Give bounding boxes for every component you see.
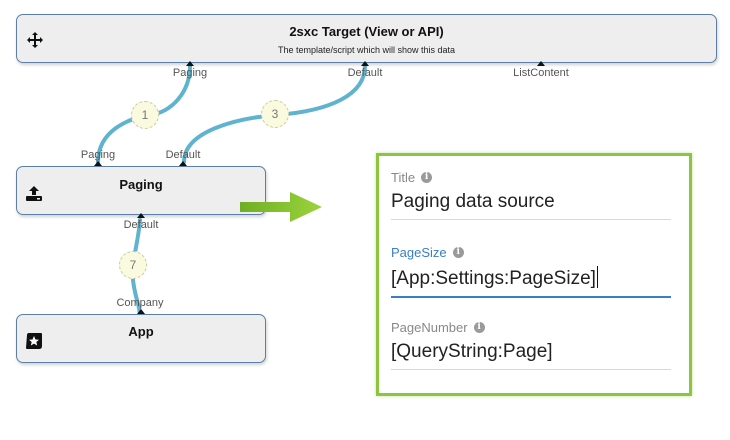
connection-badge-1[interactable]: 1 xyxy=(131,101,159,129)
node-title: Paging xyxy=(119,177,163,192)
upload-icon[interactable] xyxy=(25,185,43,203)
endpoint-label: Paging xyxy=(80,149,116,161)
connection-badge-3[interactable]: 3 xyxy=(261,100,289,128)
info-icon[interactable]: i xyxy=(473,322,485,333)
endpoint-target-listcontent[interactable] xyxy=(537,61,545,66)
pagenumber-field[interactable]: PageNumber i [QueryString:Page] xyxy=(391,320,671,370)
field-value-text: Paging data source xyxy=(391,191,555,212)
pagesize-field[interactable]: PageSize i [App:Settings:PageSize] xyxy=(391,245,671,298)
callout-arrow-icon xyxy=(240,192,322,222)
star-icon[interactable] xyxy=(25,332,43,350)
move-icon[interactable] xyxy=(26,31,44,49)
connection-badge-7[interactable]: 7 xyxy=(119,251,147,279)
endpoint-label: Default xyxy=(347,67,383,79)
node-title: App xyxy=(128,324,154,339)
endpoint-label: Default xyxy=(123,219,159,231)
endpoint-app-company[interactable] xyxy=(137,309,145,314)
info-icon[interactable]: i xyxy=(421,172,433,183)
node-title: 2sxc Target (View or API) xyxy=(289,24,444,39)
pagenumber-field-label: PageNumber i xyxy=(391,320,671,335)
title-field[interactable]: Title i Paging data source xyxy=(391,170,671,220)
endpoint-paging-default[interactable] xyxy=(179,161,187,166)
wire-7[interactable] xyxy=(130,218,142,318)
field-label-text: PageSize xyxy=(391,245,447,260)
field-label-text: Title xyxy=(391,170,416,185)
pagenumber-input[interactable]: [QueryString:Page] xyxy=(391,341,671,370)
title-input[interactable]: Paging data source xyxy=(391,191,671,220)
endpoint-paging-paging[interactable] xyxy=(94,161,102,166)
field-value-text: [App:Settings:PageSize] xyxy=(391,268,596,289)
endpoint-label: Company xyxy=(116,297,164,309)
endpoint-target-default[interactable] xyxy=(361,61,369,66)
properties-panel: Title i Paging data source PageSize i [A… xyxy=(376,153,692,396)
endpoint-paging-out-default[interactable] xyxy=(137,213,145,218)
endpoint-label: Default xyxy=(165,149,201,161)
node-subtitle: The template/script which will show this… xyxy=(277,45,456,55)
pagesize-input[interactable]: [App:Settings:PageSize] xyxy=(391,266,671,298)
node-paging[interactable]: Paging xyxy=(16,166,266,215)
endpoint-target-paging[interactable] xyxy=(186,61,194,66)
endpoint-label: Paging xyxy=(172,67,208,79)
node-target[interactable]: 2sxc Target (View or API) The template/s… xyxy=(16,14,717,63)
node-app[interactable]: App xyxy=(16,314,266,363)
title-field-label: Title i xyxy=(391,170,671,185)
text-caret xyxy=(596,266,598,288)
endpoint-label: ListContent xyxy=(513,67,569,79)
info-icon[interactable]: i xyxy=(452,247,464,258)
field-value-text: [QueryString:Page] xyxy=(391,341,553,362)
pagesize-field-label: PageSize i xyxy=(391,245,671,260)
field-label-text: PageNumber xyxy=(391,320,468,335)
